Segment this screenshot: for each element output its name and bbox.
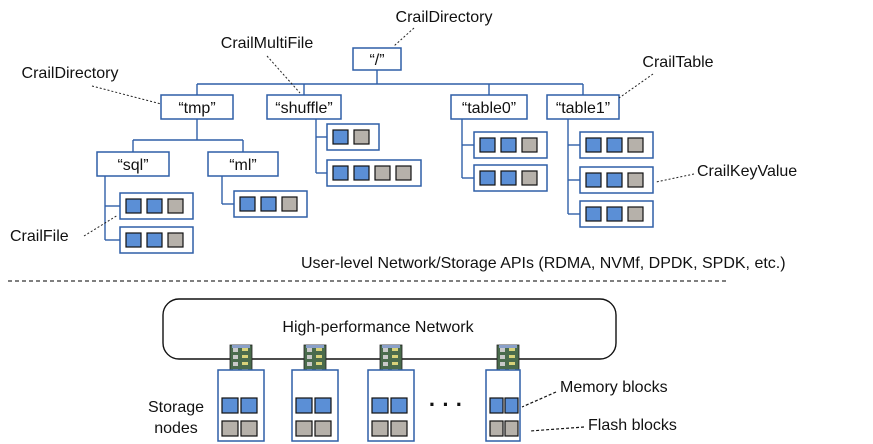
more-nodes-ellipsis: · · · [429, 392, 463, 417]
storage-node [291, 344, 339, 442]
crailmultifile-part-1 [326, 123, 380, 151]
flash-blocks-pointer [529, 426, 585, 432]
tree-node-ml: “ml” [207, 151, 279, 177]
kv-table1-1 [579, 131, 654, 159]
flash-block [627, 172, 644, 188]
label-table: CrailTable [642, 54, 713, 71]
flash-block [390, 420, 408, 437]
flash-block [167, 198, 184, 214]
storage-nodes [217, 344, 521, 442]
memory-block [371, 397, 389, 414]
tree-node-shuffle-label: “shuffle” [275, 100, 333, 117]
flash-block [240, 420, 258, 437]
tree-node-tmp-label: “tmp” [178, 100, 215, 117]
tree-node-tmp: “tmp” [160, 94, 234, 120]
network-label: High-performance Network [282, 319, 474, 336]
flash-block [395, 165, 412, 181]
flash-block [504, 420, 519, 437]
tree-node-root: “/” [352, 47, 402, 71]
kv-table1-2 [579, 166, 654, 194]
kv-table0-1 [473, 131, 548, 159]
label-file: CrailFile [10, 228, 69, 245]
memory-block [606, 206, 623, 222]
memory-block [125, 232, 142, 248]
flash-block [281, 196, 298, 212]
memory-block [504, 397, 519, 414]
tree-node-shuffle: “shuffle” [266, 94, 342, 120]
label-directory-left: CrailDirectory [22, 65, 119, 82]
flash-block [521, 170, 538, 186]
block-groups [119, 123, 654, 254]
memory-block [240, 397, 258, 414]
kv-table1-3 [579, 200, 654, 228]
tree-node-sql: “sql” [96, 151, 170, 177]
memory-block [479, 170, 496, 186]
label-root-directory: CrailDirectory [396, 9, 493, 26]
tree-node-table1: “table1” [546, 94, 620, 120]
flash-block [627, 206, 644, 222]
label-flash-blocks: Flash blocks [588, 417, 677, 434]
crailfile-ml [233, 190, 308, 218]
tree-connectors [104, 70, 584, 241]
crailmultifile-part-2 [326, 159, 422, 187]
flash-block [167, 232, 184, 248]
flash-block [314, 420, 332, 437]
crailfile-sql-1 [119, 192, 194, 220]
memory-block [221, 397, 239, 414]
memory-block [239, 196, 256, 212]
flash-block [627, 137, 644, 153]
tree-node-sql-label: “sql” [117, 157, 148, 174]
memory-block [500, 170, 517, 186]
memory-block [606, 137, 623, 153]
storage-node [485, 344, 521, 442]
memory-block [125, 198, 142, 214]
label-memory-blocks: Memory blocks [560, 379, 668, 396]
memory-block [314, 397, 332, 414]
memory-block [146, 198, 163, 214]
memory-block [606, 172, 623, 188]
memory-block [585, 172, 602, 188]
tree-node-ml-label: “ml” [229, 157, 257, 174]
memory-block [489, 397, 504, 414]
flash-block [295, 420, 313, 437]
tree-node-table1-label: “table1” [556, 100, 610, 117]
flash-block [374, 165, 391, 181]
memory-block [390, 397, 408, 414]
memory-block [479, 137, 496, 153]
flash-block [489, 420, 504, 437]
label-user-level-apis: User-level Network/Storage APIs (RDMA, N… [301, 255, 786, 272]
memory-block [295, 397, 313, 414]
memory-block [500, 137, 517, 153]
flash-block [353, 129, 370, 145]
memory-block [260, 196, 277, 212]
kv-table0-2 [473, 164, 548, 192]
flash-block [221, 420, 239, 437]
memory-block [585, 206, 602, 222]
flash-block [521, 137, 538, 153]
tree-node-root-label: “/” [369, 52, 384, 69]
memory-block [332, 129, 349, 145]
storage-nodes-label-line2: nodes [154, 420, 198, 437]
crailfile-sql-2 [119, 226, 194, 254]
storage-nodes-label-line1: Storage [148, 399, 204, 416]
storage-node [217, 344, 265, 442]
callouts: CrailDirectory CrailMultiFile CrailDirec… [10, 9, 797, 272]
storage-node [367, 344, 415, 442]
memory-block [353, 165, 370, 181]
flash-block [371, 420, 389, 437]
memory-blocks-pointer [521, 391, 557, 408]
tree-node-table0: “table0” [450, 94, 528, 120]
memory-block [146, 232, 163, 248]
tree-node-table0-label: “table0” [462, 100, 516, 117]
label-multifile: CrailMultiFile [221, 35, 314, 52]
memory-block [332, 165, 349, 181]
label-keyvalue: CrailKeyValue [697, 163, 797, 180]
memory-block [585, 137, 602, 153]
